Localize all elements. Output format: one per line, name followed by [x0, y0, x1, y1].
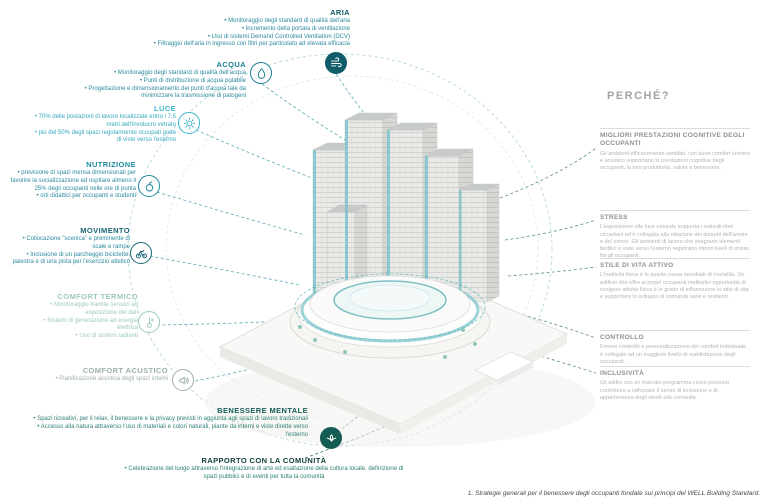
category-title: ARIA: [330, 8, 350, 17]
category-movimento: MOVIMENTO Collocazione "scenica" e premi…: [8, 226, 130, 267]
sun-icon: [178, 112, 200, 134]
why-item-desc: Gli edifici con un marcato programma civ…: [600, 380, 730, 401]
wind-icon: [325, 52, 347, 74]
category-luce: LUCE 70% delle postazioni di lavoro loca…: [30, 104, 176, 145]
category-title: BENESSERE MENTALE: [217, 406, 308, 415]
why-item-label: STRESS: [600, 210, 750, 222]
category-bullet: Monitoraggio degli standard di qualità d…: [58, 70, 246, 78]
category-bullet: Pianificazione acustica degli spazi inte…: [38, 376, 168, 384]
why-item-prestazioni-cognitive: MIGLIORI PRESTAZIONI COGNITIVE DEGLI OCC…: [600, 128, 750, 173]
category-bullet: Spazi ricreativi, per il relax, il benes…: [25, 416, 308, 424]
category-title: RAPPORTO CON LA COMUNITÀ: [201, 456, 327, 465]
category-bullet: Uso di sistemi Demand Controlled Ventila…: [150, 34, 350, 42]
why-item-desc: Fornire controllo e personalizzazione de…: [600, 344, 747, 365]
category-title: COMFORT TERMICO: [57, 292, 138, 301]
why-item-desc: Gli ambienti efficacemente ventilati, co…: [600, 150, 750, 172]
category-aria: ARIA Monitoraggio degli standard di qual…: [150, 8, 350, 49]
why-item-controllo: CONTROLLO Fornire controllo e personaliz…: [600, 330, 750, 366]
category-bullet: orti didattici per occupanti e studenti: [10, 193, 136, 201]
water-drop-icon: [250, 62, 272, 84]
bicycle-icon: [130, 242, 152, 264]
category-comfort-termico: COMFORT TERMICO Monitoraggio tramite sen…: [22, 292, 138, 341]
speaker-icon: [172, 369, 194, 391]
why-item-stile-vita-attivo: STILE DI VITA ATTIVO L'inattività fisica…: [600, 258, 750, 301]
why-item-label: STILE DI VITA ATTIVO: [600, 258, 750, 270]
category-acqua: ACQUA Monitoraggio degli standard di qua…: [58, 60, 246, 101]
category-bullet: Progettazione e dimensionamento dei punt…: [58, 86, 246, 102]
why-item-stress: STRESS L'esposizione alla luce naturale …: [600, 210, 750, 261]
category-title: ACQUA: [216, 60, 246, 69]
category-title: COMFORT ACUSTICO: [82, 366, 168, 375]
category-title: NUTRIZIONE: [86, 160, 136, 169]
category-benessere-mentale: BENESSERE MENTALE Spazi ricreativi, per …: [25, 406, 308, 439]
why-item-inclusivita: INCLUSIVITÀ Gli edifici con un marcato p…: [600, 366, 750, 402]
category-bullet: previsione di spazi mensa dimensionati p…: [10, 170, 136, 193]
category-bullet: Collocazione "scenica" e preminente di s…: [8, 236, 130, 252]
category-bullet: Inclusione di un parcheggio biciclette, …: [8, 252, 130, 268]
lotus-icon: [320, 427, 342, 449]
category-bullet: Celebrazione del luogo attraverso l'inte…: [118, 466, 410, 482]
category-bullet: Monitoraggio tramite sensori ed esposizi…: [22, 302, 138, 318]
category-title: LUCE: [153, 104, 176, 113]
category-nutrizione: NUTRIZIONE previsione di spazi mensa dim…: [10, 160, 136, 201]
why-title: PERCHÉ?: [607, 90, 671, 102]
figure-caption: 1. Strategie generali per il benessere d…: [467, 490, 760, 497]
category-bullet: Filtraggio dell'aria in ingresso con fil…: [150, 41, 350, 49]
category-bullet: Punti di distribuzione di acqua potabile: [58, 78, 246, 86]
building-rendering: [205, 112, 595, 447]
why-item-label: CONTROLLO: [600, 330, 750, 342]
category-title: MOVIMENTO: [80, 226, 130, 235]
category-bullet: più del 50% degli spazi regolarmente occ…: [30, 130, 176, 146]
why-item-desc: L'esposizione alla luce naturale support…: [600, 224, 749, 260]
category-bullet: Uso di sistemi radianti: [22, 333, 138, 341]
why-item-desc: L'inattività fisica è la quarta causa mo…: [600, 272, 749, 301]
why-item-label: MIGLIORI PRESTAZIONI COGNITIVE DEGLI OCC…: [600, 128, 750, 149]
category-bullet: 70% delle postazioni di lavoro localizza…: [30, 114, 176, 130]
category-comfort-acustico: COMFORT ACUSTICO Pianificazione acustica…: [38, 366, 168, 384]
category-bullet: Incremento della portata di ventilazione: [150, 26, 350, 34]
category-bullet: Monitoraggio degli standard di qualità d…: [150, 18, 350, 26]
category-bullet: Sistemi di generazione ad energia elettr…: [22, 318, 138, 334]
food-icon: [138, 175, 160, 197]
thermometer-icon: [138, 311, 160, 333]
category-bullet: Accesso alla natura attraverso l'uso di …: [25, 424, 308, 440]
category-rapporto-comunita: RAPPORTO CON LA COMUNITÀ Celebrazione de…: [118, 456, 410, 482]
why-item-label: INCLUSIVITÀ: [600, 366, 750, 378]
